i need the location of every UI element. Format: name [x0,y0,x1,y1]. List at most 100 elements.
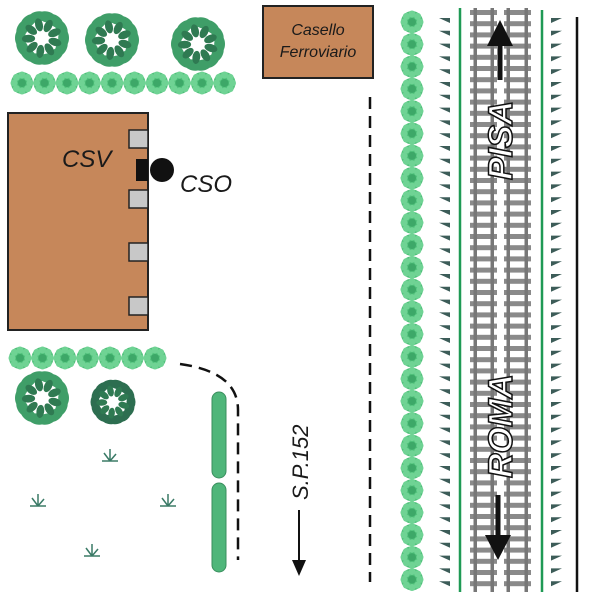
embankment-tick [439,325,450,331]
embankment-tick [551,517,562,523]
embankment-tick [439,427,450,433]
window [128,242,149,262]
embankment-tick [439,581,450,587]
arrow-down-icon [485,495,511,560]
embankment-tick [551,491,562,497]
embankment-tick [439,363,450,369]
embankment-tick [439,389,450,395]
embankment-tick [439,18,450,23]
hedge-icon [400,434,424,458]
building [7,112,149,331]
window [128,129,149,149]
embankment-tick [439,376,450,382]
embankment-tick [551,389,562,395]
embankment-tick [439,530,450,535]
railway-track [504,8,531,592]
embankment-tick [439,197,450,203]
grass-marks [30,449,176,557]
hedge-icon [400,166,424,190]
hedge-strip [211,391,227,479]
building-windows [128,129,149,316]
embankment-tick [439,286,450,292]
embankment-tick [439,120,450,126]
embankment-tick [439,478,450,484]
embankment-tick [551,248,562,254]
hedge-icon [400,478,424,502]
embankment-tick [439,146,450,151]
hedge-icon [213,71,236,95]
hedge-icon [143,346,167,370]
grass-icon [102,449,118,462]
embankment-tick [439,235,450,241]
embankment-tick [551,274,562,279]
embankment-tick [551,158,562,164]
railway-track [470,8,497,592]
casello-label-line2: Ferroviario [280,44,357,61]
trees [14,11,226,425]
embankment-tick [551,453,562,459]
hedge-icon [400,501,424,525]
embankment-tick [439,171,450,177]
embankment-tick [551,56,562,62]
hedge-icon [33,71,56,95]
hedge-icon [400,545,424,569]
casello-ferroviario-building [262,5,374,79]
embankment-tick [551,414,562,420]
embankment-tick [439,82,450,87]
roma-label: ROMA [482,374,520,478]
hedge-icon [121,346,144,370]
window [128,189,149,209]
embankment-tick [551,542,562,548]
embankment-tick [551,69,562,75]
hedge-icon [8,346,32,370]
hedge-icon [98,346,122,370]
cso-marker [150,158,174,182]
csv-label: CSV [62,146,113,173]
window [128,296,149,316]
embankment-tick [551,210,562,215]
hedge-icon [400,10,424,34]
hedge-icon [76,346,99,370]
road-label: S.P.152 [288,425,313,500]
hedge-icon [400,345,424,368]
embankment-tick [551,184,562,190]
embankment-tick [551,171,562,177]
hedge-icon [400,55,424,79]
hedge-icon [400,411,424,435]
embankment-tick [439,69,450,75]
embankment-tick [551,133,562,139]
casello-label-line1: Casello [291,22,344,39]
embankment-tick [551,350,562,356]
hedge-icon [400,456,424,480]
embankment-tick [439,107,450,113]
embankment-tick [439,248,450,254]
cso-label: CSO [180,171,232,198]
embankment-tick [439,402,450,407]
embankment-tick [551,146,562,151]
grass-icon [84,544,100,557]
embankment-tick [551,18,562,23]
embankment-tick [551,581,562,587]
embankment-tick [551,120,562,126]
embankment-tick [439,568,450,574]
hedge-icon [400,122,424,145]
hedge-icon [400,300,424,324]
embankment-tick [439,158,450,164]
embankment-tick [439,30,450,36]
embankment-tick [439,261,450,267]
hedge-icon [55,71,79,95]
embankment-tick [551,107,562,113]
embankment-tick [551,530,562,535]
grass-icon [160,494,176,507]
embankment-tick [551,261,562,267]
embankment-tick [551,402,562,407]
embankment-tick [439,94,450,100]
embankment-tick [551,299,562,305]
hedge-icon [400,255,424,279]
hedge-icon [123,71,146,95]
embankment-ticks [439,18,562,587]
hedge-icon [400,77,424,101]
embankment-tick [551,466,562,471]
embankment-tick [439,414,450,420]
